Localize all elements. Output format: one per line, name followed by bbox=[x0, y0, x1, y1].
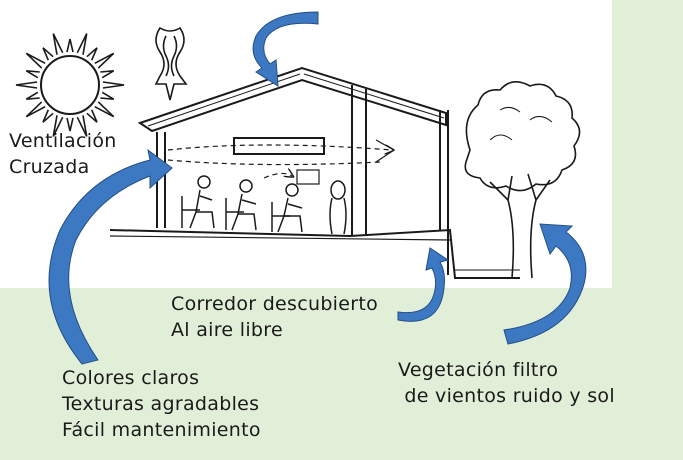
ventilation-line-1: Ventilación bbox=[9, 130, 117, 152]
roof-arrow bbox=[252, 11, 319, 87]
blue-arrows bbox=[48, 11, 587, 365]
sun-ray bbox=[66, 38, 74, 53]
sun-ray bbox=[25, 91, 40, 100]
vegetation-line-1: Vegetación filtro bbox=[398, 359, 559, 381]
sun-icon bbox=[15, 33, 125, 137]
airflow-arrow-icon bbox=[167, 139, 396, 179]
corridor-label: Corredor descubierto Al aire libre bbox=[171, 291, 378, 343]
vegetation-arrow bbox=[503, 223, 587, 345]
sun-ray bbox=[100, 70, 115, 79]
finishes-arrow bbox=[48, 148, 173, 365]
finishes-line-1: Colores claros bbox=[62, 367, 200, 389]
sun-ray bbox=[86, 109, 98, 123]
sun-ray bbox=[42, 47, 54, 61]
vegetation-label: Vegetación filtro de vientos ruido y sol bbox=[398, 357, 615, 409]
sun-ray bbox=[42, 109, 54, 123]
sun-ray bbox=[76, 115, 88, 137]
vegetation-line-2: de vientos ruido y sol bbox=[398, 385, 615, 407]
corridor-line-2: Al aire libre bbox=[171, 319, 283, 341]
house-section bbox=[109, 66, 520, 279]
corridor-line-1: Corredor descubierto bbox=[171, 293, 379, 315]
finishes-line-3: Fácil mantenimiento bbox=[62, 419, 261, 441]
sun-ray bbox=[25, 101, 46, 118]
sun-ray bbox=[52, 115, 64, 137]
heat-down-arrow-icon bbox=[154, 26, 188, 101]
sun-ray bbox=[102, 81, 125, 89]
finishes-line-2: Texturas agradables bbox=[62, 393, 260, 415]
sketch-panel bbox=[0, 0, 612, 288]
tree-icon bbox=[464, 81, 581, 279]
sun-ray bbox=[86, 47, 98, 61]
finishes-label: Colores claros Texturas agradables Fácil… bbox=[62, 365, 261, 443]
sun-ray bbox=[25, 70, 40, 79]
sun-ray bbox=[52, 33, 64, 55]
sun-ray bbox=[25, 52, 46, 69]
seated-people bbox=[181, 175, 347, 235]
sun-ray bbox=[94, 101, 115, 118]
sun-ray bbox=[15, 81, 38, 89]
sun-ray bbox=[100, 91, 115, 100]
sun-ray bbox=[66, 117, 74, 132]
ventilation-line-2: Cruzada bbox=[9, 156, 90, 178]
sun-ray bbox=[76, 33, 88, 55]
ventilation-label: Ventilación Cruzada bbox=[9, 128, 117, 180]
sun-ray bbox=[94, 52, 115, 69]
corridor-arrow bbox=[397, 247, 450, 322]
